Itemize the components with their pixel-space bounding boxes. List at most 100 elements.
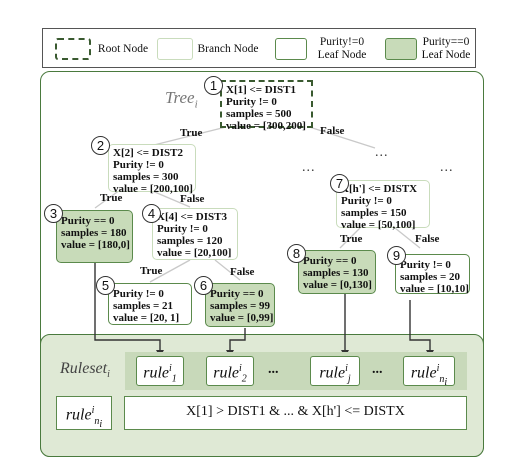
legend-branch-swatch bbox=[157, 38, 193, 60]
node-1-number: 1 bbox=[204, 76, 223, 95]
selected-rule-word: rule bbox=[65, 406, 92, 424]
node-7-line: X[h'] <= DISTX bbox=[341, 183, 418, 195]
arrow-3-rule1 bbox=[94, 262, 161, 356]
rule-1: rulei1 bbox=[136, 356, 184, 386]
node-1-line: Purity != 0 bbox=[226, 96, 277, 108]
edge-1-2 bbox=[149, 125, 231, 147]
node-6-line: value = [0,99] bbox=[210, 312, 274, 324]
node-8-number: 8 bbox=[287, 244, 306, 263]
legend-root-label: Root Node bbox=[97, 43, 149, 55]
rules-ellipsis: ... bbox=[372, 362, 383, 377]
edge-label-true: True bbox=[180, 127, 203, 139]
node-2: X[2] <= DIST2 Purity != 0 samples = 300 … bbox=[108, 144, 196, 195]
node-8: Purity == 0 samples = 130 value = [0,130… bbox=[298, 250, 376, 294]
rule-condition: X[1] > DIST1 & ... & X[h'] <= DISTX bbox=[124, 396, 467, 430]
tree-label-sub: i bbox=[194, 98, 198, 111]
rule-1-word: rule bbox=[143, 364, 169, 382]
node-6: Purity == 0 samples = 99 value = [0,99] bbox=[205, 283, 275, 327]
rule-1-sub: 1 bbox=[171, 373, 177, 385]
rule-j-word: rule bbox=[319, 364, 346, 382]
rule-n: ruleini bbox=[403, 356, 455, 388]
legend-leaf-pure-line2: Leaf Node bbox=[421, 49, 471, 61]
legend-leaf-impure-swatch bbox=[275, 38, 307, 60]
legend-leaf-pure-line1: Purity==0 bbox=[422, 36, 470, 48]
ruleset-label-text: Ruleset bbox=[60, 360, 108, 377]
node-2-line: samples = 300 bbox=[113, 171, 179, 183]
node-1-line: value = [300,200] bbox=[226, 120, 306, 132]
ruleset-label: Ruleseti bbox=[60, 360, 110, 380]
node-5-line: samples = 21 bbox=[113, 300, 174, 312]
node-9: Purity != 0 samples = 20 value = [10,10] bbox=[395, 254, 470, 295]
selected-rule-sub: n bbox=[94, 415, 100, 427]
node-1-line: samples = 500 bbox=[226, 108, 292, 120]
node-5-line: Purity != 0 bbox=[113, 288, 164, 300]
node-2-line: value = [200,100] bbox=[113, 183, 193, 195]
node-6-number: 6 bbox=[194, 276, 213, 295]
legend: Root Node Branch Node Purity!=0 Leaf Nod… bbox=[42, 28, 476, 68]
rule-2: rulei2 bbox=[206, 356, 254, 386]
node-5-number: 5 bbox=[96, 276, 115, 295]
node-9-number: 9 bbox=[387, 246, 406, 265]
rule-2-sup: i bbox=[239, 363, 242, 374]
node-3-line: samples = 180 bbox=[61, 227, 127, 239]
node-4-line: Purity != 0 bbox=[157, 223, 208, 235]
rule-n-subsub: i bbox=[444, 376, 448, 388]
node-7-line: samples = 150 bbox=[341, 207, 407, 219]
edge-1-right bbox=[299, 123, 376, 149]
rule-n-sup: i bbox=[436, 363, 440, 374]
legend-branch-label: Branch Node bbox=[197, 43, 259, 55]
node-6-line: Purity == 0 bbox=[210, 288, 264, 300]
node-9-line: value = [10,10] bbox=[400, 283, 469, 295]
node-3-line: value = [180,0] bbox=[61, 239, 130, 251]
ruleset-label-sub: i bbox=[107, 369, 110, 381]
rule-1-sup: i bbox=[169, 363, 172, 374]
node-5: Purity != 0 samples = 21 value = [20, 1] bbox=[108, 283, 192, 325]
edge-4-5 bbox=[149, 259, 191, 283]
legend-leaf-pure-label: Purity==0 Leaf Node bbox=[415, 36, 477, 62]
node-8-line: value = [0,130] bbox=[303, 279, 372, 291]
node-3-line: Purity == 0 bbox=[61, 215, 115, 227]
edge-label-false: False bbox=[415, 233, 440, 245]
node-9-line: samples = 20 bbox=[400, 271, 461, 283]
edge-label-true: True bbox=[340, 233, 363, 245]
node-2-line: X[2] <= DIST2 bbox=[113, 147, 183, 159]
edge-7-8 bbox=[339, 227, 361, 249]
selected-rule-subsub: i bbox=[99, 418, 103, 430]
ellipsis: ... bbox=[302, 160, 316, 175]
node-6-line: samples = 99 bbox=[210, 300, 271, 312]
arrow-9-rulen bbox=[409, 300, 431, 356]
selected-rule: ruleini bbox=[56, 396, 112, 430]
edge-4-6 bbox=[214, 259, 241, 281]
node-4-line: X[4] <= DIST3 bbox=[157, 211, 227, 223]
edge-label-true: True bbox=[100, 192, 123, 204]
node-4-line: samples = 120 bbox=[157, 235, 223, 247]
edge-label-true: True bbox=[140, 265, 163, 277]
node-3: Purity == 0 samples = 180 value = [180,0… bbox=[56, 210, 133, 263]
legend-root-swatch bbox=[55, 38, 91, 60]
node-9-line: Purity != 0 bbox=[400, 259, 451, 271]
rule-j-sub: j bbox=[347, 373, 351, 385]
node-4-number: 4 bbox=[142, 204, 161, 223]
rule-2-word: rule bbox=[213, 364, 239, 382]
legend-leaf-impure-line1: Purity!=0 bbox=[319, 36, 365, 48]
node-2-line: Purity != 0 bbox=[113, 159, 164, 171]
edge-2-3 bbox=[94, 189, 121, 209]
node-7-line: value = [50,100] bbox=[341, 219, 416, 231]
legend-leaf-pure-swatch bbox=[385, 38, 417, 60]
edge-label-false: False bbox=[230, 266, 255, 278]
ellipsis: ... bbox=[375, 145, 389, 160]
node-4-line: value = [20,100] bbox=[157, 247, 232, 259]
edge-label-false: False bbox=[180, 193, 205, 205]
edge-7-9 bbox=[394, 227, 421, 249]
selected-rule-sup: i bbox=[91, 405, 95, 416]
rule-2-sub: 2 bbox=[241, 373, 247, 385]
node-7-line: Purity != 0 bbox=[341, 195, 392, 207]
rule-n-word: rule bbox=[410, 364, 437, 382]
rule-j: ruleij bbox=[310, 356, 360, 386]
arrow-6-rule2 bbox=[229, 328, 246, 356]
rule-n-sub: n bbox=[439, 373, 445, 385]
tree-label-text: Tree bbox=[165, 88, 195, 107]
node-7-number: 7 bbox=[330, 174, 349, 193]
tree-label: Treei bbox=[165, 88, 198, 110]
